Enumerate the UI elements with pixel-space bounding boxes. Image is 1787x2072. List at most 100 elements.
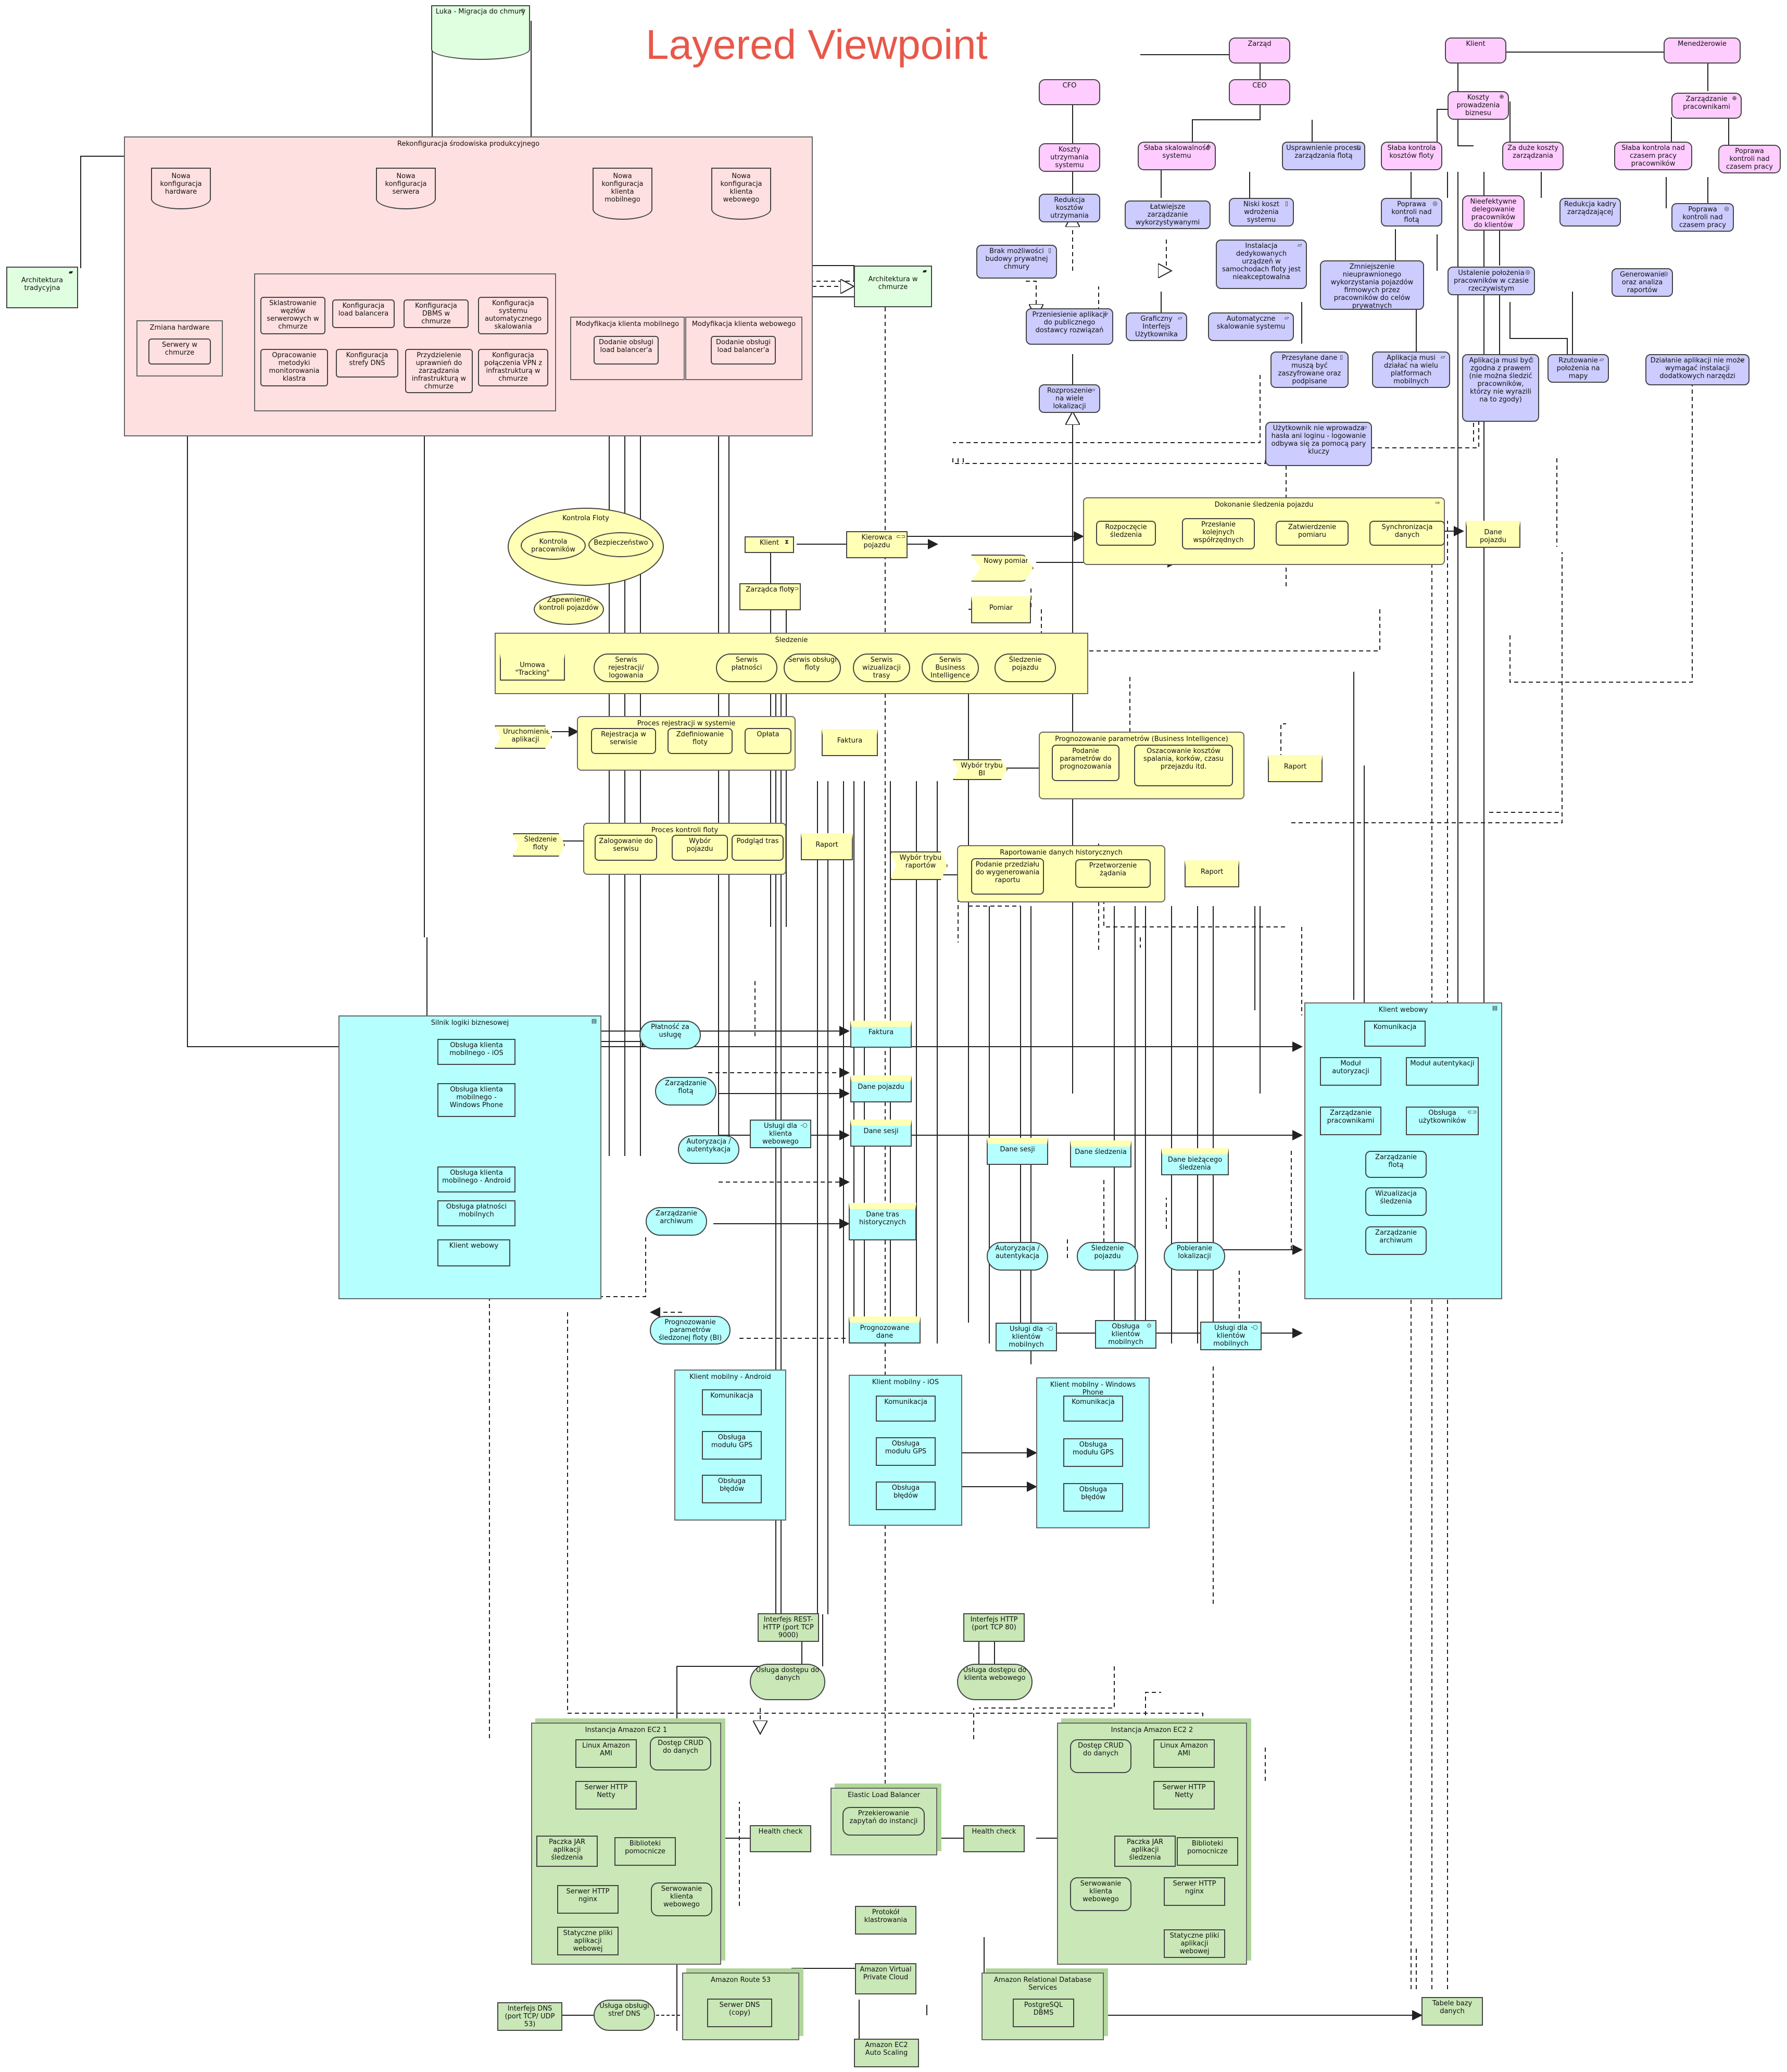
app-service-forecast[interactable]: Prognozowanie parametrów śledzonej floty… xyxy=(650,1316,731,1345)
data-history-routes[interactable]: Dane tras historycznych xyxy=(849,1203,916,1240)
app-service-archive[interactable]: Zarządzanie archiwum xyxy=(646,1207,707,1236)
deliverable-server[interactable]: Nowa konfiguracja serwera xyxy=(376,168,436,209)
requirement-multiplatform[interactable]: Aplikacja musi działać na wielu platform… xyxy=(1372,351,1450,388)
requirement-key-login[interactable]: Użytkownik nie wprowadza hasła ani login… xyxy=(1265,422,1372,466)
goal-reports[interactable]: Generowanie oraz analiza raportów◎ xyxy=(1612,268,1673,297)
stakeholder-managers[interactable]: Menedżerowie xyxy=(1664,37,1741,64)
value-vehicle-control[interactable]: Zapewnienie kontroli pojazdów xyxy=(534,594,604,625)
function-mobile-clients[interactable]: Obsługa klientów mobilnych⊙ xyxy=(1095,1320,1156,1349)
elb-redirect[interactable]: Przekierowanie zapytań do instancji xyxy=(842,1807,925,1836)
role-driver[interactable]: Kierowca pojazdu⊂⊃ xyxy=(846,531,908,558)
principle-public-cloud[interactable]: Przeniesienie aplikacji do publicznego d… xyxy=(1026,308,1113,345)
goal-reduce-staff[interactable]: Redukcja kadry zarządzającej xyxy=(1559,198,1621,227)
plateau-traditional[interactable]: Architektura tradycyjna▰ xyxy=(6,267,78,308)
web-fleet-mgmt[interactable]: Zarządzanie flotą xyxy=(1365,1151,1427,1178)
stakeholder-ceo[interactable]: CEO xyxy=(1229,79,1290,105)
assessment-fleet-cost[interactable]: Słaba kontrola kosztów floty xyxy=(1381,142,1442,170)
wp-communication[interactable]: Komunikacja xyxy=(1063,1396,1123,1422)
ec2-1-nginx[interactable]: Serwer HTTP nginx xyxy=(557,1885,619,1914)
wp-errors[interactable]: Obsługa błędów xyxy=(1063,1483,1123,1512)
goal-fleet-control[interactable]: Poprawa kontroli nad flotą◎ xyxy=(1381,198,1442,227)
process-handle-request[interactable]: Przetworzenie żądania xyxy=(1075,859,1151,888)
app-service-vehicle-tracking[interactable]: Śledzenie pojazdu xyxy=(1077,1242,1138,1271)
component-communication-web[interactable]: Komunikacja xyxy=(1364,1021,1426,1047)
work-permissions[interactable]: Przydzielenie uprawnień do zarządzania i… xyxy=(405,349,473,393)
component-payment-handler[interactable]: Obsługa płatności mobilnych xyxy=(437,1200,515,1226)
goal-easier-mgmt[interactable]: Łatwiejsze zarządzanie wykorzystywanymi xyxy=(1125,200,1211,229)
ec2-1-static[interactable]: Statyczne pliki aplikacji webowej xyxy=(557,1927,619,1955)
driver-maintenance-cost[interactable]: Koszty utrzymania systemu xyxy=(1039,143,1100,172)
work-cloud-servers[interactable]: Serwery w chmurze xyxy=(148,338,211,365)
interface-web-services[interactable]: Usługi dla klienta webowego-○ xyxy=(750,1120,811,1148)
process-sync[interactable]: Synchronizacja danych xyxy=(1369,521,1445,546)
goal-reduce-cost[interactable]: Redukcja kosztów utrzymania xyxy=(1039,194,1100,222)
component-employee-mgmt[interactable]: Zarządzanie pracownikami xyxy=(1320,1107,1381,1135)
object-report-1[interactable]: Raport xyxy=(1268,755,1323,782)
requirement-distribution[interactable]: Rozproszenie na wiele lokalizacji▱ xyxy=(1039,384,1100,413)
stakeholder-board[interactable]: Zarząd xyxy=(1229,37,1290,64)
service-fleet[interactable]: Serwis obsługi floty xyxy=(784,654,841,682)
ec2-1-libs[interactable]: Biblioteki pomocnicze xyxy=(614,1837,676,1866)
ec2-2-static[interactable]: Statyczne pliki aplikacji webowej xyxy=(1164,1929,1225,1958)
requirement-gui[interactable]: Graficzny Interfejs Użytkownika▱ xyxy=(1126,312,1187,341)
network-vpc[interactable]: Amazon Virtual Private Cloud xyxy=(855,1963,916,1994)
plateau-cloud[interactable]: Architektura w chmurze▰ xyxy=(854,266,932,307)
constraint-devices[interactable]: Instalacja dedykowanych urządzeń w samoc… xyxy=(1216,240,1307,289)
interface-mobile-1[interactable]: Usługi dla klientów mobilnych-○ xyxy=(996,1323,1057,1351)
ec2-1-jar[interactable]: Paczka JAR aplikacji śledzenia xyxy=(536,1836,598,1867)
route53-dns[interactable]: Serwer DNS (copy) xyxy=(707,1999,772,2027)
health-check-left[interactable]: Health check xyxy=(750,1825,811,1852)
app-service-location[interactable]: Pobieranie lokalizacji xyxy=(1164,1242,1225,1271)
data-session-1[interactable]: Dane sesji xyxy=(850,1120,912,1147)
role-client[interactable]: Klient⧗ xyxy=(745,536,794,553)
service-vehicle-tracking[interactable]: Śledzenie pojazdu xyxy=(995,654,1056,682)
cluster-protocol[interactable]: Protokół klastrowania xyxy=(855,1906,916,1935)
deliverable-mobile[interactable]: Nowa konfiguracja klienta mobilnego xyxy=(593,168,652,220)
object-measure[interactable]: Pomiar xyxy=(971,596,1031,623)
service-route-viz[interactable]: Serwis wizualizacji trasy xyxy=(853,654,910,682)
ec2-1-linux[interactable]: Linux Amazon AMI xyxy=(575,1739,637,1768)
event-app-start[interactable]: Uruchomienie aplikacji xyxy=(495,725,552,749)
work-lb-config[interactable]: Konfiguracja load balancera xyxy=(332,299,395,328)
component-user-handling[interactable]: Obsługa użytkowników⊂⊃ xyxy=(1406,1107,1479,1135)
process-payment[interactable]: Opłata xyxy=(745,728,791,754)
gap-migration[interactable]: Luka - Migracja do chmury⊖ xyxy=(431,5,530,60)
goal-process-improve[interactable]: Usprawnienie procesu zarządzania flotą◎ xyxy=(1282,142,1365,170)
dns-interface[interactable]: Interfejs DNS (port TCP/ UDP 53) xyxy=(497,2002,562,2031)
event-bi-mode[interactable]: Wybór trybu BI xyxy=(953,759,1008,780)
data-invoice[interactable]: Faktura xyxy=(850,1021,912,1048)
constraint-private-cloud[interactable]: Brak możliwości budowy prywatnej chmury▯ xyxy=(976,245,1057,279)
process-confirm[interactable]: Zatwierdzenie pomiaru xyxy=(1276,521,1349,546)
process-register[interactable]: Rejestracja w serwisie xyxy=(591,728,656,754)
process-estimate[interactable]: Oszacowanie kosztów spalania, korków, cz… xyxy=(1134,745,1233,786)
ec2-2-jar[interactable]: Paczka JAR aplikacji śledzenia xyxy=(1114,1836,1176,1867)
android-errors[interactable]: Obsługa błędów xyxy=(702,1475,762,1503)
constraint-encryption[interactable]: Przesyłane dane muszą być zaszyfrowane o… xyxy=(1270,351,1349,388)
dns-zone-service[interactable]: Usługa obsługi stref DNS xyxy=(594,2000,655,2031)
data-current-tracking[interactable]: Dane bieżącego śledzenia xyxy=(1161,1148,1229,1175)
driver-business-cost[interactable]: Koszty prowadzenia biznesu⊕ xyxy=(1448,91,1509,120)
assessment-mgmt-cost[interactable]: Za duże koszty zarządzania xyxy=(1502,142,1564,170)
app-service-auth-2[interactable]: Autoryzacja / autentykacja xyxy=(987,1242,1048,1271)
ec2-1-serving[interactable]: Serwowanie klienta webowego xyxy=(651,1882,712,1916)
data-session-2[interactable]: Dane sesji xyxy=(987,1138,1048,1165)
tech-service-data-access[interactable]: Usługa dostępu do danych xyxy=(750,1664,825,1700)
goal-low-cost[interactable]: Niski koszt wdrożenia systemu▯ xyxy=(1229,198,1294,227)
component-authorization[interactable]: Moduł autoryzacji xyxy=(1320,1057,1381,1086)
work-web-lb[interactable]: Dodanie obsługi load balancer'a xyxy=(711,336,776,365)
ec2-2-linux[interactable]: Linux Amazon AMI xyxy=(1153,1739,1215,1768)
process-define-fleet[interactable]: Zdefiniowanie floty xyxy=(668,728,733,754)
value-employee-control[interactable]: Kontrola pracowników xyxy=(521,531,586,560)
app-service-payment[interactable]: Płatność za usługę xyxy=(639,1021,701,1049)
ec2-2-nginx[interactable]: Serwer HTTP nginx xyxy=(1164,1877,1225,1906)
process-report-range[interactable]: Podanie przedziału do wygenerowania rapo… xyxy=(971,858,1044,895)
rds-postgres[interactable]: PostgreSQL DBMS xyxy=(1013,1999,1074,2027)
object-report-3[interactable]: Raport xyxy=(1185,860,1239,887)
tech-service-web-access[interactable]: Usługa dostępu do klienta webowego xyxy=(957,1664,1033,1700)
component-web-client-engine[interactable]: Klient webowy xyxy=(437,1239,510,1266)
web-visualization[interactable]: Wizualizacja śledzenia xyxy=(1365,1187,1427,1216)
deliverable-web[interactable]: Nowa konfiguracja klienta webowego xyxy=(711,168,771,220)
event-report-mode[interactable]: Wybór trybu raportów xyxy=(890,851,948,880)
tech-interface-http[interactable]: Interfejs HTTP (port TCP 80) xyxy=(963,1613,1025,1642)
service-payment[interactable]: Serwis płatności xyxy=(716,654,777,682)
